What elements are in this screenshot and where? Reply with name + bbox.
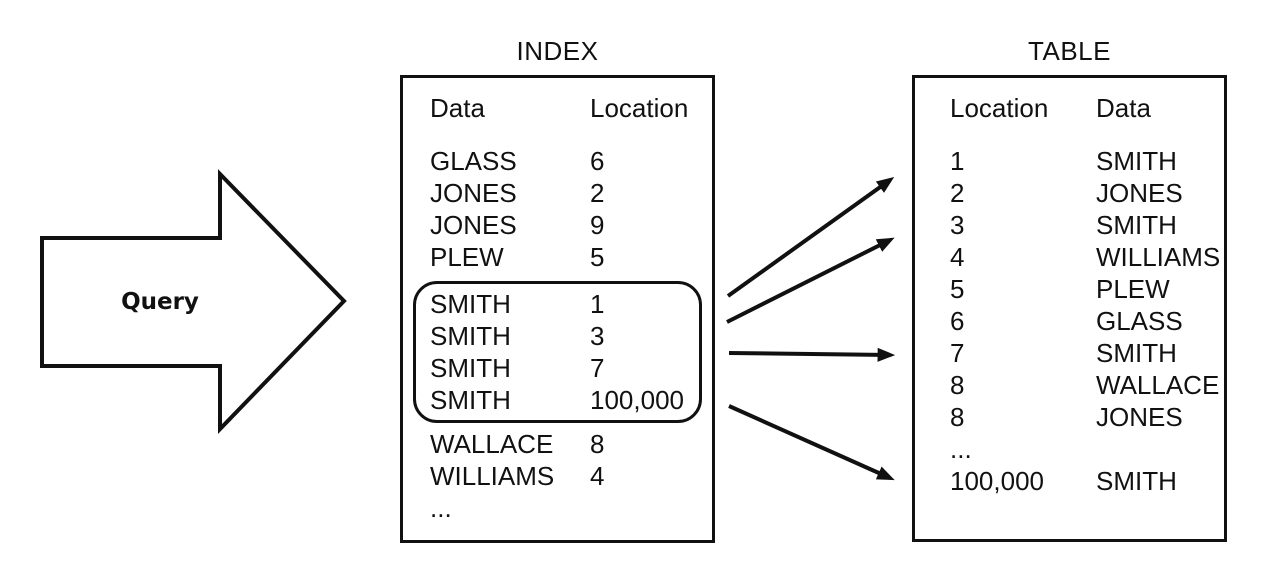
table-location-cell: 3 xyxy=(950,210,965,240)
table-data-cell: JONES xyxy=(1096,178,1183,208)
table-location-cell: ... xyxy=(950,434,972,464)
index-data-cell: JONES xyxy=(430,210,517,240)
index-row: GLASS 6 xyxy=(403,145,712,177)
index-location-cell: 4 xyxy=(590,461,605,491)
index-data-cell: GLASS xyxy=(430,146,517,176)
table-data-cell: GLASS xyxy=(1096,306,1183,336)
index-data-cell: SMITH xyxy=(430,289,511,319)
index-row: WALLACE 8 xyxy=(403,428,712,460)
index-header-row: Data Location xyxy=(403,92,712,124)
index-row-highlighted: SMITH 100,000 xyxy=(416,384,699,416)
index-data-cell: SMITH xyxy=(430,385,511,415)
index-location-cell: 7 xyxy=(590,353,605,383)
table-location-cell: 6 xyxy=(950,306,965,336)
smith-highlight-group: SMITH 1 SMITH 3 SMITH 7 SMITH 100,000 xyxy=(413,281,702,423)
index-data-cell: SMITH xyxy=(430,353,511,383)
table-row: 7 SMITH xyxy=(915,337,1224,369)
table-data-cell: SMITH xyxy=(1096,146,1177,176)
table-data-cell: SMITH xyxy=(1096,210,1177,240)
table-row: 6 GLASS xyxy=(915,305,1224,337)
table-row: 3 SMITH xyxy=(915,209,1224,241)
index-row: PLEW 5 xyxy=(403,241,712,273)
index-data-cell: SMITH xyxy=(430,321,511,351)
table-row: 8 JONES xyxy=(915,401,1224,433)
table-location-cell: 5 xyxy=(950,274,965,304)
index-col-data-header: Data xyxy=(430,93,485,123)
index-title: INDEX xyxy=(516,36,599,66)
index-data-cell: JONES xyxy=(430,178,517,208)
table-row-ellipsis: ... xyxy=(915,433,1224,465)
index-location-cell: 2 xyxy=(590,178,605,208)
table-location-cell: 7 xyxy=(950,338,965,368)
table-data-cell: WALLACE xyxy=(1096,370,1220,400)
table-location-cell: 2 xyxy=(950,178,965,208)
index-row-highlighted: SMITH 3 xyxy=(416,320,699,352)
index-box: Data Location GLASS 6 JONES 2 JONES 9 PL… xyxy=(400,75,715,543)
index-row: WILLIAMS 4 xyxy=(403,460,712,492)
table-row: 100,000 SMITH xyxy=(915,465,1224,497)
index-location-cell: 8 xyxy=(590,429,605,459)
table-row: 8 WALLACE xyxy=(915,369,1224,401)
table-location-cell: 8 xyxy=(950,370,965,400)
table-header-row: Location Data xyxy=(915,92,1224,124)
table-row: 4 WILLIAMS xyxy=(915,241,1224,273)
index-data-cell: WILLIAMS xyxy=(430,461,555,491)
index-location-cell: 1 xyxy=(590,289,605,319)
index-col-location-header: Location xyxy=(590,93,689,123)
table-row: 2 JONES xyxy=(915,177,1224,209)
table-col-data-header: Data xyxy=(1096,93,1151,123)
table-row: 1 SMITH xyxy=(915,145,1224,177)
index-row-highlighted: SMITH 1 xyxy=(416,288,699,320)
table-data-cell: SMITH xyxy=(1096,466,1177,496)
table-box: Location Data 1 SMITH 2 JONES 3 SMITH 4 … xyxy=(912,75,1227,542)
query-block-arrow xyxy=(40,169,347,434)
index-location-cell: 3 xyxy=(590,321,605,351)
index-location-cell: 9 xyxy=(590,210,605,240)
query-label: Query xyxy=(121,289,199,315)
table-title: TABLE xyxy=(1028,36,1111,66)
index-row-ellipsis: ... xyxy=(403,492,712,524)
index-row: JONES 9 xyxy=(403,209,712,241)
index-data-cell: ... xyxy=(430,493,452,523)
table-data-cell: PLEW xyxy=(1096,274,1170,304)
arrow-smith-3-icon xyxy=(726,237,895,324)
arrow-smith-7-icon xyxy=(728,347,896,362)
index-location-cell: 100,000 xyxy=(590,385,684,415)
index-location-cell: 6 xyxy=(590,146,605,176)
table-row: 5 PLEW xyxy=(915,273,1224,305)
table-location-cell: 8 xyxy=(950,402,965,432)
table-location-cell: 100,000 xyxy=(950,466,1044,496)
arrow-smith-100000-icon xyxy=(728,404,895,481)
table-location-cell: 4 xyxy=(950,242,965,272)
table-col-location-header: Location xyxy=(950,93,1049,123)
table-data-cell: SMITH xyxy=(1096,338,1177,368)
index-data-cell: WALLACE xyxy=(430,429,554,459)
table-location-cell: 1 xyxy=(950,146,965,176)
table-data-cell: WILLIAMS xyxy=(1096,242,1221,272)
index-row-highlighted: SMITH 7 xyxy=(416,352,699,384)
table-data-cell: JONES xyxy=(1096,402,1183,432)
index-location-cell: 5 xyxy=(590,242,605,272)
index-data-cell: PLEW xyxy=(430,242,504,272)
arrow-smith-1-icon xyxy=(726,176,895,298)
index-row: JONES 2 xyxy=(403,177,712,209)
